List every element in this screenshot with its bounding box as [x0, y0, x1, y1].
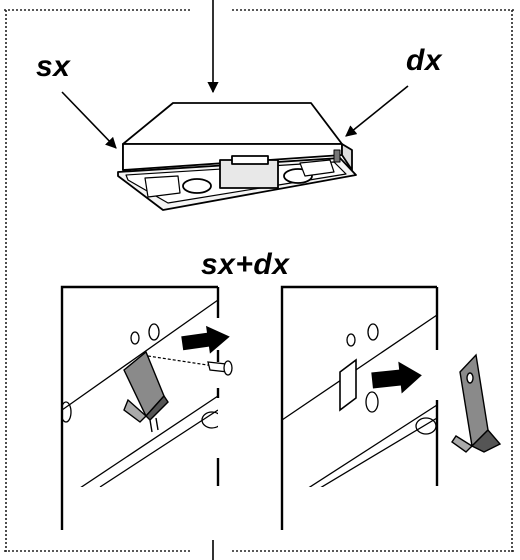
label-sx-dx: sx+dx: [201, 248, 290, 281]
left-bold-arrow: [181, 325, 230, 354]
sx-arrow: [61, 91, 117, 149]
dotted-frame: [4, 9, 514, 552]
dx-arrow: [345, 85, 409, 137]
right-bold-arrow: [371, 361, 422, 394]
left-detail-panel: [60, 285, 233, 530]
screw-icon: [207, 360, 233, 376]
hood-unit: [117, 102, 357, 211]
label-sx: sx: [36, 50, 71, 83]
right-detail-panel: [280, 285, 502, 530]
label-dx: dx: [406, 44, 443, 77]
right-clip: [451, 353, 502, 453]
left-clip: [123, 350, 169, 433]
screw-guide: [147, 355, 215, 367]
